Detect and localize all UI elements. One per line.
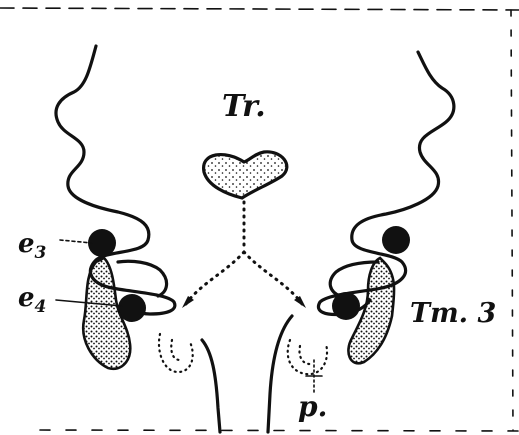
tr-heart-shape bbox=[204, 152, 287, 198]
right-dotted-loop-inner bbox=[299, 346, 310, 364]
left-stem bbox=[202, 340, 220, 432]
left-dotted-loop bbox=[159, 334, 193, 372]
label-p: p. bbox=[298, 390, 327, 423]
right-nodule-1 bbox=[382, 226, 410, 254]
right-dotted-loop bbox=[288, 340, 327, 374]
right-border bbox=[511, 10, 513, 430]
label-tm3: Tm. 3 bbox=[410, 298, 496, 329]
bottom-border bbox=[40, 430, 519, 431]
right-nodule-2 bbox=[332, 292, 360, 320]
center-dotted-left-branch bbox=[186, 252, 244, 304]
center-dotted-right-branch bbox=[244, 252, 302, 304]
left-outer-contour bbox=[56, 46, 175, 314]
top-border bbox=[0, 8, 519, 10]
left-dotted-loop-inner bbox=[171, 340, 180, 360]
label-e4: e4 bbox=[18, 283, 46, 317]
right-stem bbox=[268, 316, 292, 432]
e3-leader bbox=[60, 240, 92, 243]
label-tr: Tr. bbox=[222, 89, 266, 124]
label-e3: e3 bbox=[18, 229, 47, 263]
